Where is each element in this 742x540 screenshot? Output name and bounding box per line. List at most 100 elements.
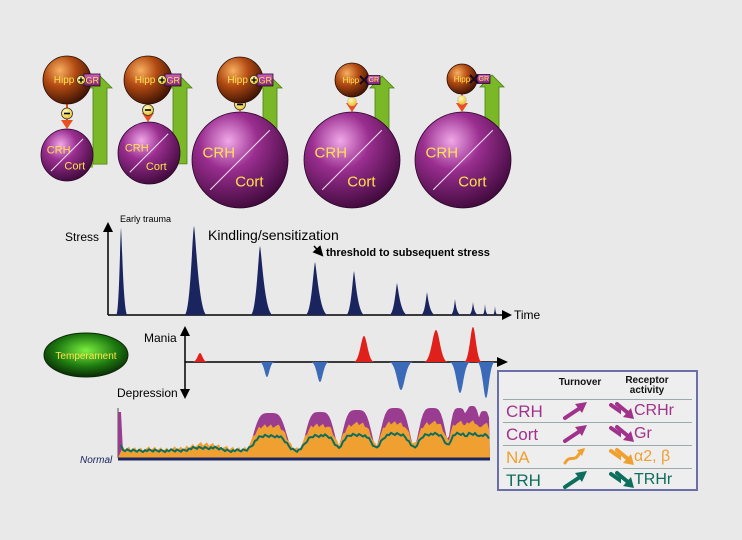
receptor-down-arrow-icon	[615, 402, 634, 419]
gr-label: GR	[259, 76, 273, 86]
depression-spike	[389, 362, 413, 390]
crh-cort-divider	[432, 129, 494, 191]
time-axis-label: Time	[514, 308, 541, 322]
receptor-down-icon	[609, 449, 621, 461]
mood-y-arrow-down	[180, 389, 190, 399]
hormone-panel: Normal	[80, 406, 490, 466]
receptor-down-shaft	[615, 425, 630, 438]
mania-spike	[424, 330, 448, 362]
threshold-label: threshold to subsequent stress	[326, 247, 490, 259]
receptor-down-icon	[609, 472, 621, 484]
turnover-up-icon	[563, 406, 582, 420]
hpa-stage-5: CRH Cort Hipp GR	[414, 63, 512, 209]
turnover-up-head	[575, 471, 587, 482]
threshold-arrow	[312, 245, 324, 257]
legend-col-receptor-line2: activity	[629, 385, 665, 396]
turnover-up-head	[575, 425, 587, 436]
stress-spike	[305, 262, 329, 315]
turnover-wavy-icon	[563, 448, 585, 465]
hipp-label: Hipp	[135, 75, 156, 86]
stress-spike	[184, 226, 208, 315]
stress-spike	[468, 302, 480, 315]
receptor-down-head	[623, 477, 634, 488]
gr-label: GR	[167, 76, 181, 86]
depression-spike	[311, 362, 329, 382]
inhibit-arrowhead	[61, 120, 73, 129]
cort-label: Cort	[64, 160, 85, 172]
hpa-stage-2: CRH Cort Hipp GR	[117, 55, 193, 185]
legend-row-receptor: TRHr	[634, 471, 673, 488]
turnover-up-icon	[563, 429, 582, 443]
gr-label: GR	[369, 77, 380, 84]
crh-label: CRH	[315, 145, 348, 162]
crh-label: CRH	[47, 145, 71, 157]
stress-spike	[389, 283, 408, 315]
mania-spike	[192, 353, 208, 362]
blocked-icon	[359, 75, 369, 85]
legend-col-turnover: Turnover	[558, 377, 602, 388]
hipp-label: Hipp	[227, 75, 248, 86]
crh-cort-divider	[209, 129, 271, 191]
legend-turnover-arrow-icon	[563, 425, 621, 443]
cort-label: Cort	[235, 173, 264, 190]
crh-label: CRH	[426, 145, 459, 162]
receptor-down-arrow-icon	[615, 425, 634, 442]
mania-spike	[353, 336, 375, 362]
blocked-icon	[469, 74, 479, 84]
gr-box	[476, 74, 491, 84]
receptor-down-head	[623, 431, 634, 442]
inhibit-arrowhead	[142, 113, 154, 122]
receptor-down-shaft	[615, 448, 630, 461]
mania-label: Mania	[144, 331, 177, 345]
legend-row-receptor: α2, β	[634, 448, 671, 465]
kindling-label: Kindling/sensitization	[208, 227, 339, 243]
crh-label: CRH	[125, 142, 149, 154]
receptor-down-shaft	[615, 471, 630, 484]
mood-baseline-arrowhead	[497, 357, 508, 367]
hipp-label: Hipp	[454, 75, 471, 84]
depression-spike	[259, 362, 275, 377]
mood-panel: Temperament Mania Depression	[43, 326, 508, 400]
legend-col-receptor: Receptor activity	[617, 376, 677, 396]
legend-row-name: Cort	[506, 425, 539, 444]
gr-label: GR	[479, 76, 490, 83]
legend-turnover-arrow-icon	[563, 471, 621, 489]
early-trauma-label: Early trauma	[120, 214, 171, 224]
plus-icon-mark	[251, 77, 257, 83]
receptor-down-head	[623, 408, 634, 419]
turnover-wavy-head	[577, 448, 585, 456]
receptor-down-arrow-icon	[615, 448, 634, 465]
inhibit-arrowhead	[346, 103, 358, 112]
cort-label: Cort	[146, 161, 167, 173]
hipp-label: Hipp	[54, 75, 75, 86]
receptor-down-icon	[609, 426, 621, 438]
stress-spike	[420, 292, 436, 315]
receptor-down-head	[623, 454, 634, 465]
receptor-down-arrow-icon	[615, 471, 634, 488]
stress-spike	[346, 271, 365, 315]
feedback-arrow	[87, 75, 113, 165]
stress-spikes	[116, 226, 500, 315]
stress-spike	[481, 304, 490, 315]
temperament-oval	[43, 332, 129, 378]
hormone-traces	[118, 406, 490, 458]
gr-box	[366, 75, 381, 85]
receptor-down-shaft	[615, 402, 630, 415]
stress-spike	[250, 246, 274, 315]
trh-trace	[120, 431, 490, 454]
depression-spike	[449, 362, 471, 393]
plus-icon-mark	[78, 77, 84, 83]
legend-row-name: TRH	[506, 471, 541, 490]
cort-label: Cort	[458, 173, 487, 190]
hipp-label: Hipp	[343, 76, 360, 85]
crh-cort-divider	[321, 129, 383, 191]
mania-spike	[464, 327, 482, 362]
depression-label: Depression	[117, 386, 178, 400]
na-trace-area	[118, 420, 490, 458]
